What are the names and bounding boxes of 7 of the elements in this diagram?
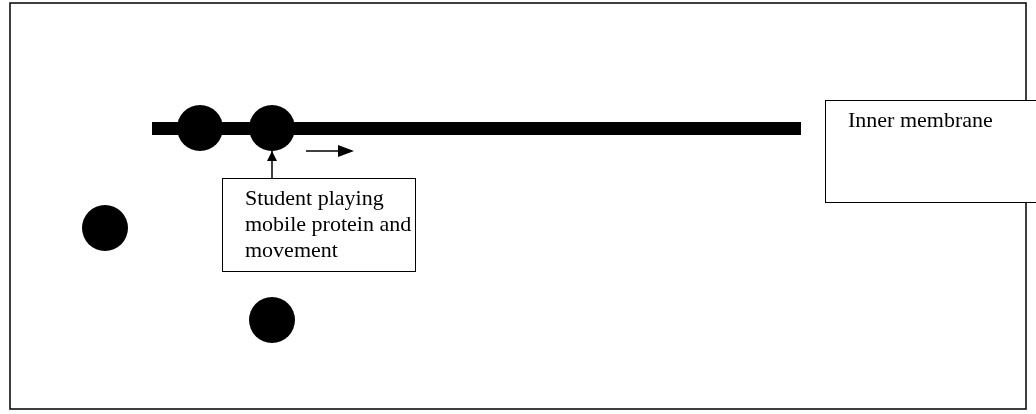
arrow (267, 150, 277, 179)
protein-circle (82, 205, 128, 251)
label-box (222, 178, 416, 272)
label-box (825, 100, 1036, 203)
box-text: Inner membrane (848, 107, 993, 132)
box-text: Student playing mobile protein and movement (245, 185, 412, 262)
protein-circle (249, 297, 295, 343)
